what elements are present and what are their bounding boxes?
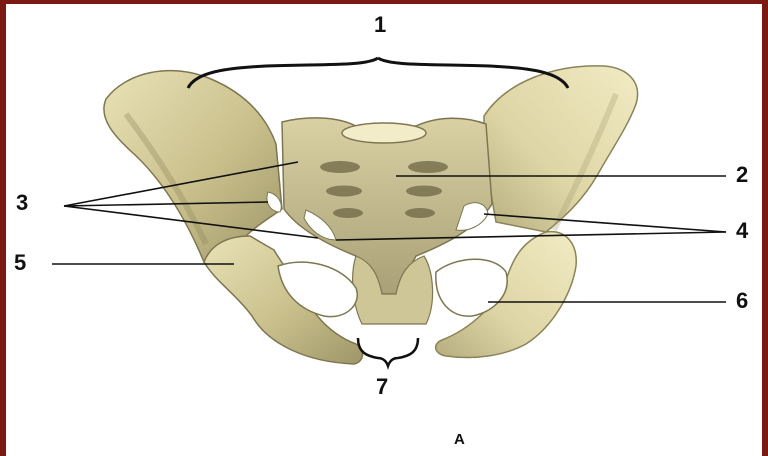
vertebral-body bbox=[342, 123, 426, 143]
label-3: 3 bbox=[16, 192, 28, 214]
label-4: 4 bbox=[736, 220, 748, 242]
brace-top bbox=[188, 58, 568, 88]
label-2: 2 bbox=[736, 164, 748, 186]
label-6: 6 bbox=[736, 290, 748, 312]
brace-bottom bbox=[358, 338, 418, 366]
right-ilium bbox=[484, 66, 638, 232]
left-ilium bbox=[104, 71, 282, 262]
figure-caption: A bbox=[454, 432, 465, 447]
label-1: 1 bbox=[374, 14, 386, 36]
label-5: 5 bbox=[14, 252, 26, 274]
label-7: 7 bbox=[376, 376, 388, 398]
